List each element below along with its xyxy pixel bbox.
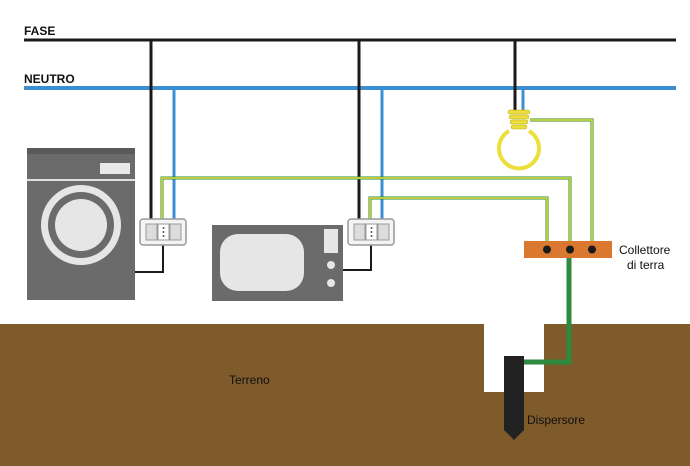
cord-washing-machine [135,242,164,273]
socket-icon [139,218,187,246]
washing-machine-icon [27,148,135,300]
socket-icon [347,218,395,246]
earth-wire-2 [368,196,549,248]
collector-bar [524,241,612,258]
microwave-icon [212,225,343,301]
label-collettore-line2: di terra [627,258,665,272]
label-neutro: NEUTRO [24,72,75,86]
label-fase: FASE [24,24,56,38]
label-collettore-di-terra: Collettore di terra [619,243,670,273]
earth-wire-bulb [530,118,594,248]
light-bulb-icon [497,109,541,171]
earth-wire-1 [160,176,572,248]
label-terreno: Terreno [229,373,270,387]
earth-conductor [520,258,572,365]
electrode-dispersore [504,356,524,440]
cord-microwave [343,242,372,271]
label-collettore-line1: Collettore [619,243,671,257]
ground-soil [0,324,690,466]
label-dispersore: Dispersore [527,413,586,427]
